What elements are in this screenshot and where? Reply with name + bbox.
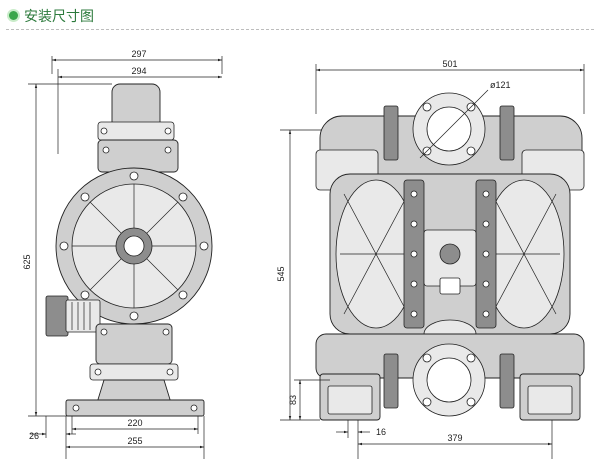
- section-title: 安装尺寸图: [24, 9, 94, 25]
- header-divider: [6, 29, 594, 30]
- dim-label-297: 297: [131, 49, 146, 59]
- front-top-clamp-left: [383, 105, 399, 161]
- front-bottom-clamp-right: [499, 353, 515, 409]
- dim-label-379: 379: [447, 433, 462, 443]
- dim-label-flange: ø121: [490, 80, 511, 90]
- front-bottom-clamp-left: [383, 353, 399, 409]
- side-upper-manifold: [97, 139, 179, 173]
- side-chamber-ribs: [72, 184, 196, 308]
- front-ring-bolts: [410, 190, 490, 318]
- dim-label-16: 16: [376, 427, 386, 437]
- side-muffler: [65, 299, 101, 333]
- front-view: 501 545 ø121: [276, 59, 585, 459]
- side-air-valve: [45, 295, 69, 337]
- dim-label-294: 294: [131, 66, 146, 76]
- bullet-icon: [9, 11, 18, 20]
- side-lower-manifold: [95, 323, 173, 365]
- dim-label-501: 501: [442, 59, 457, 69]
- front-top-clamp-right: [499, 105, 515, 161]
- dim-label-625: 625: [22, 254, 32, 269]
- side-top-clamp: [97, 121, 175, 141]
- section-header: 安装尺寸图: [6, 4, 594, 30]
- dim-label-220: 220: [127, 418, 142, 428]
- side-chamber-bolts: [59, 171, 209, 321]
- side-lower-clamp: [89, 363, 179, 381]
- side-base-plate: [65, 399, 205, 417]
- front-air-inlet: [439, 277, 461, 295]
- side-view: 297 294 625: [22, 49, 223, 459]
- dim-label-255: 255: [127, 436, 142, 446]
- dim-label-83: 83: [288, 395, 298, 405]
- installation-drawing: 297 294 625: [22, 49, 585, 459]
- dim-label-26: 26: [29, 431, 39, 441]
- dim-label-545: 545: [276, 266, 286, 281]
